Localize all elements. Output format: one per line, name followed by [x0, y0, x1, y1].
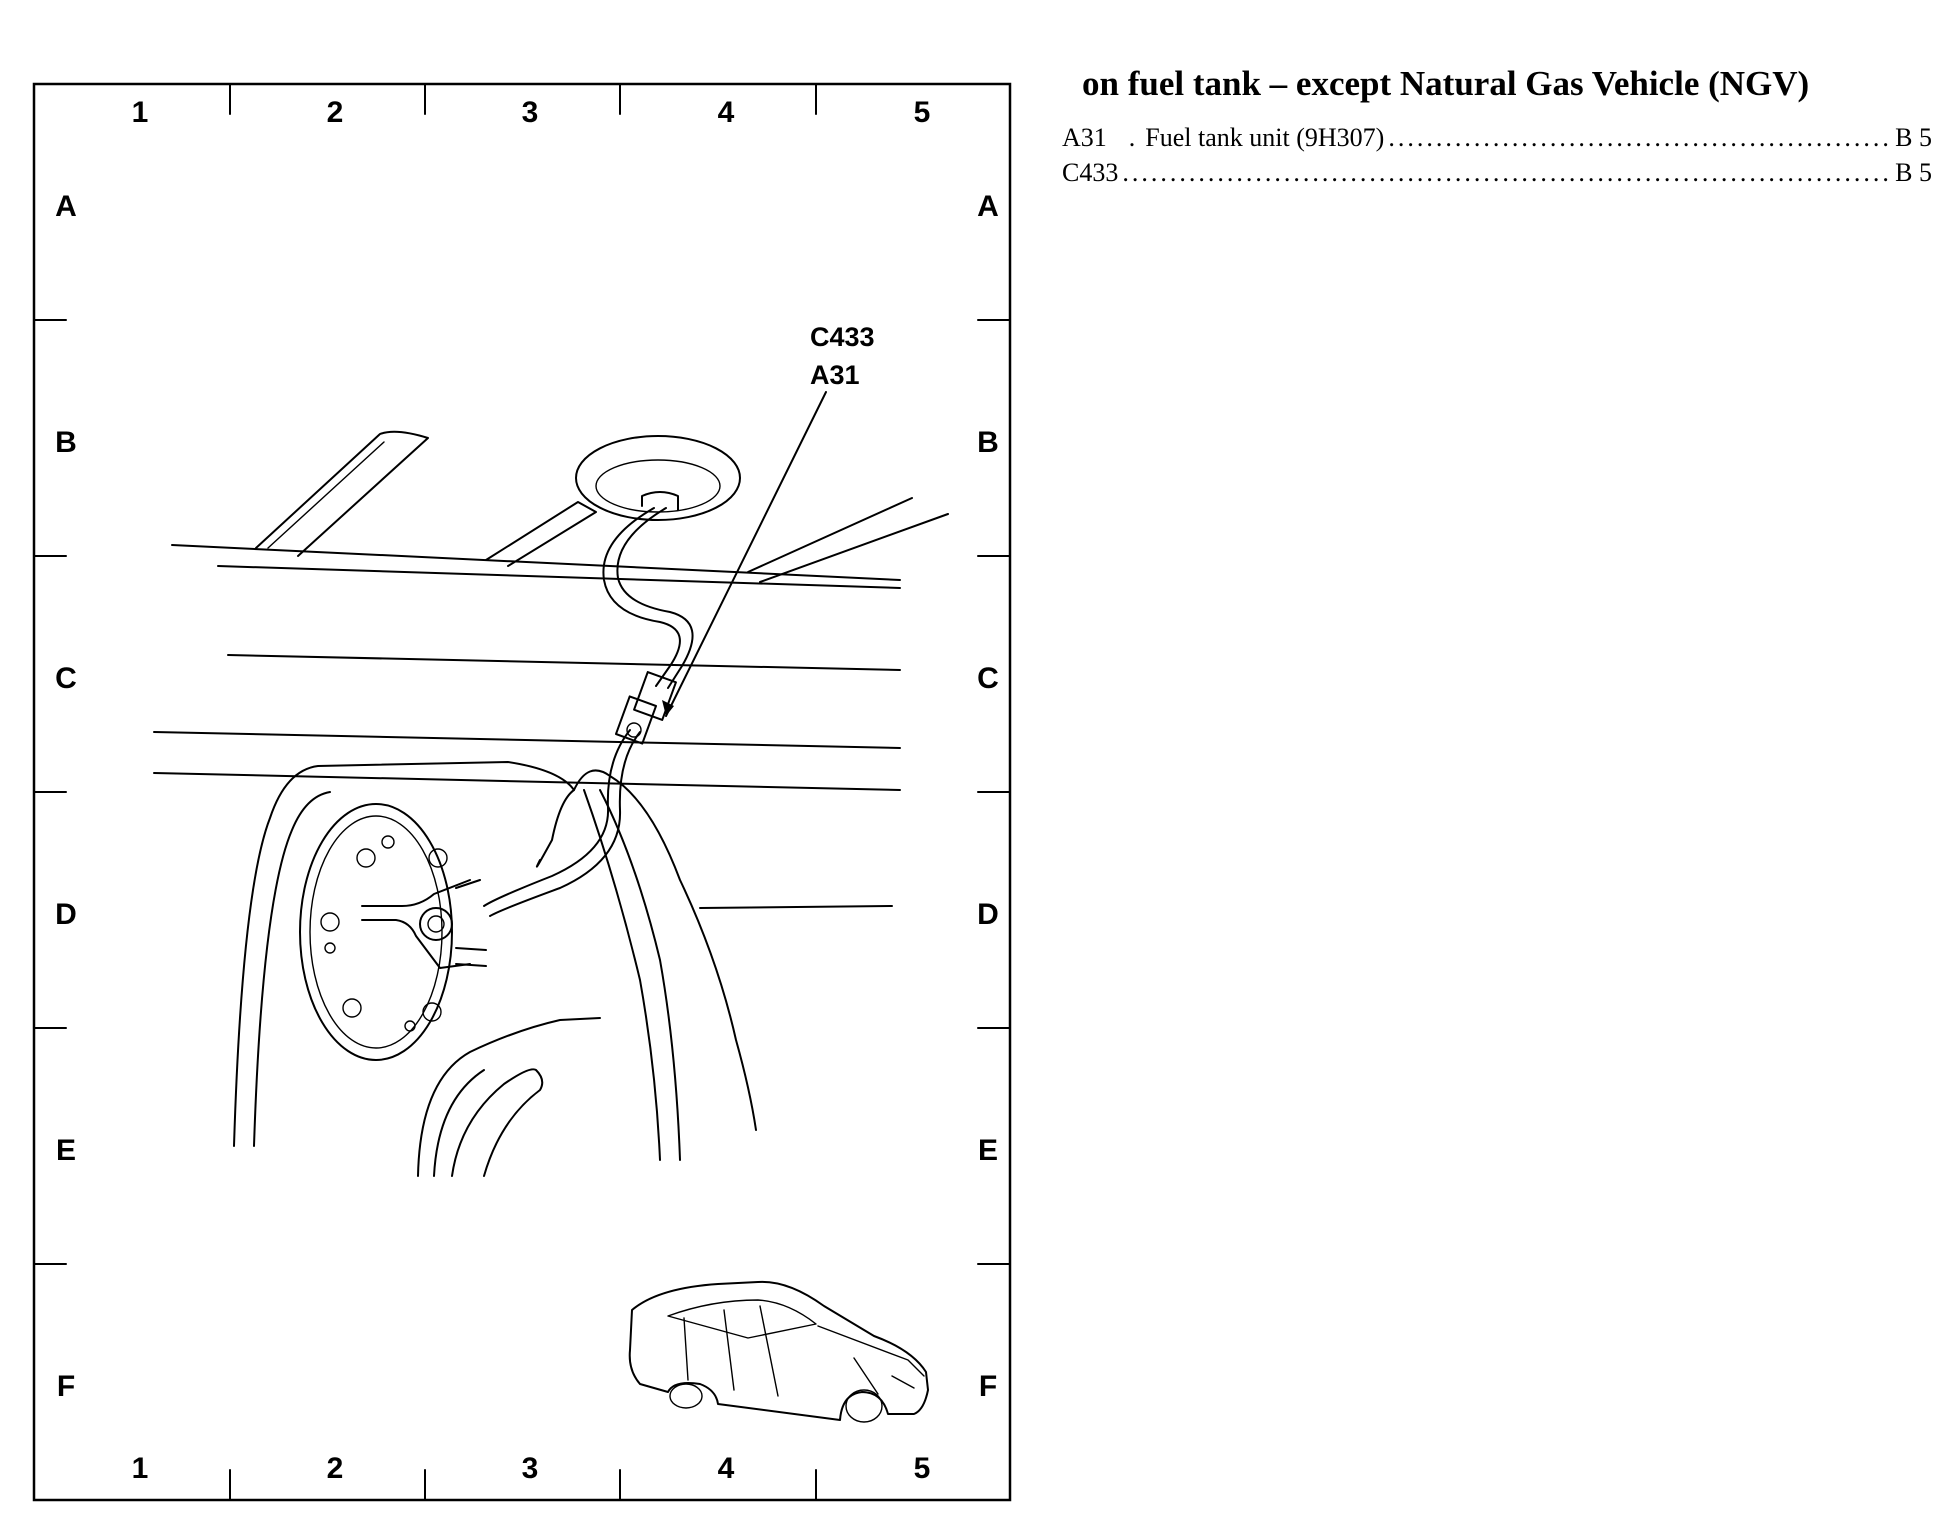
row-ticks [33, 319, 1011, 1265]
row-label-c: C [55, 662, 77, 695]
column-ticks [229, 83, 817, 1501]
column-labels-top: 1 2 3 4 5 [132, 96, 931, 129]
row-label-e: E [56, 1134, 76, 1167]
legend-entry-c433: C433 ...................................… [1062, 155, 1932, 190]
row-label-f: F [57, 1370, 75, 1403]
legend-entry-a31: A31 . Fuel tank unit (9H307) ...........… [1062, 120, 1932, 155]
row-labels-right: A B C D E F [977, 190, 999, 1403]
vehicle-underbody-illustration [153, 391, 949, 1177]
column-label-4-bottom: 4 [718, 1452, 735, 1485]
dot-leader: ........................................… [1122, 158, 1892, 187]
column-label-4: 4 [718, 96, 735, 129]
row-label-d: D [55, 898, 77, 931]
diagram-frame [32, 82, 1012, 1502]
row-label-b-right: B [977, 426, 999, 459]
dot-leader: ........................................… [1388, 123, 1892, 152]
mounting-bolts [320, 835, 448, 1032]
panel-title: on fuel tank – except Natural Gas Vehicl… [1082, 64, 1810, 103]
row-label-a-right: A [977, 190, 999, 223]
row-label-e-right: E [978, 1134, 998, 1167]
row-label-f-right: F [979, 1370, 997, 1403]
column-labels-bottom: 1 2 3 4 5 [132, 1452, 931, 1485]
column-label-2: 2 [327, 96, 344, 129]
column-label-3: 3 [522, 96, 539, 129]
row-label-a: A [55, 190, 77, 223]
row-label-d-right: D [977, 898, 999, 931]
entry-id: A31 [1062, 123, 1107, 152]
entry-location: B 5 [1895, 158, 1932, 187]
column-label-3-bottom: 3 [522, 1452, 539, 1485]
legend-panel: on fuel tank – except Natural Gas Vehicl… [1062, 64, 1932, 190]
row-labels-left: A B C D E F [55, 190, 77, 1403]
connector-c433 [615, 671, 677, 745]
row-label-b: B [55, 426, 77, 459]
entry-separator: . [1128, 123, 1136, 152]
column-label-5-bottom: 5 [914, 1452, 931, 1485]
callout-component-label: A31 [810, 360, 860, 390]
connector-location-diagram: 1 2 3 4 5 1 2 3 4 5 A B C D E F A B C D … [32, 82, 1012, 1502]
entry-description: Fuel tank unit (9H307) [1145, 123, 1385, 152]
entry-location: B 5 [1895, 123, 1932, 152]
row-label-c-right: C [977, 662, 999, 695]
column-label-5: 5 [914, 96, 931, 129]
entry-id: C433 [1062, 158, 1119, 187]
column-label-1: 1 [132, 96, 149, 129]
callout-connector-label: C433 [810, 322, 875, 352]
vehicle-location-icon [628, 1280, 929, 1423]
column-label-2-bottom: 2 [327, 1452, 344, 1485]
column-label-1-bottom: 1 [132, 1452, 149, 1485]
